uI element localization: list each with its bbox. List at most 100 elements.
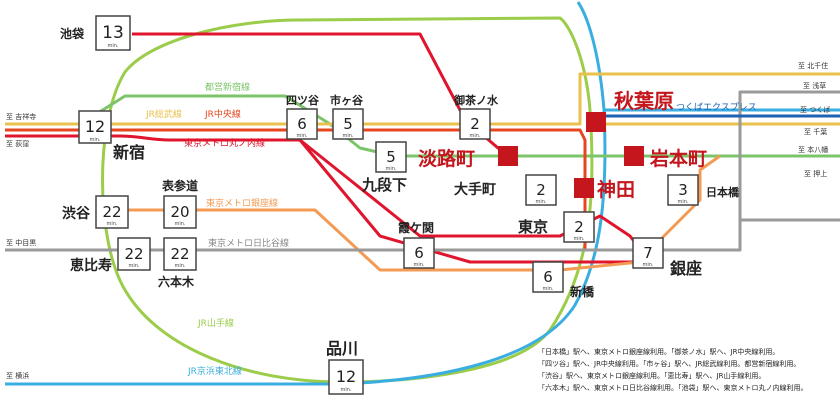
time-unit: min.	[413, 262, 424, 268]
time-unit: min.	[677, 199, 688, 205]
notes: 「日本橋」駅へ、東京メトロ銀座線利用。「御茶ノ水」駅へ、JR中央線利用。 「四ツ…	[538, 347, 808, 392]
label-yamanote: JR山手線	[197, 317, 234, 329]
station-shinjuku: 新宿	[113, 143, 145, 162]
direction-chiba: 至 千葉	[804, 127, 827, 136]
label-ginza: 東京メトロ銀座線	[206, 197, 278, 209]
time-kudanshita: 5	[386, 148, 396, 166]
station-nihonbashi: 日本橋	[706, 185, 740, 199]
station-ebisu: 恵比寿	[70, 257, 112, 274]
station-omotesando: 表参道	[161, 178, 198, 193]
note-line-4: 「六本木」駅へ、東京メトロ日比谷線利用。「池袋」駅へ、東京メトロ丸ノ内線利用。	[538, 383, 808, 392]
direction-oshiage: 至 押上	[804, 169, 827, 178]
note-line-2: 「四ツ谷」駅へ、JR中央線利用。「市ヶ谷」駅へ、JR総武線利用。都営新宿線利用。	[538, 359, 800, 368]
time-unit: min.	[642, 262, 653, 268]
station-shibuya: 渋谷	[62, 205, 91, 222]
time-box-kasumigaseki: 6 min.	[403, 237, 435, 269]
label-chuo-sobu: JR総武線	[145, 108, 182, 120]
label-hibiya: 東京メトロ日比谷線	[208, 237, 289, 249]
station-awajicho: 淡路町	[418, 147, 475, 170]
time-box-ikebukuro: 13 min.	[95, 15, 131, 51]
time-unit: min.	[340, 387, 351, 393]
station-ichigaya: 市ヶ谷	[330, 93, 364, 107]
time-box-shinjuku: 12 min.	[78, 110, 112, 144]
time-shibuya: 22	[102, 203, 121, 221]
station-ochanomizu: 御茶ノ水	[453, 93, 499, 107]
time-shinagawa: 12	[336, 367, 356, 386]
time-ikebukuro: 13	[102, 23, 124, 43]
time-unit: min.	[296, 133, 307, 139]
station-kudanshita: 九段下	[361, 176, 407, 194]
station-akihabara: 秋葉原	[614, 89, 674, 113]
time-box-shinagawa: 12 min.	[328, 359, 364, 395]
time-unit: min.	[89, 137, 100, 143]
note-line-1: 「日本橋」駅へ、東京メトロ銀座線利用。「御茶ノ水」駅へ、JR中央線利用。	[538, 347, 779, 356]
time-unit: min.	[469, 133, 480, 139]
time-unit: min.	[128, 263, 139, 269]
station-kanda: 神田	[597, 178, 635, 201]
iwamotocho-marker	[624, 146, 644, 166]
time-unit: min.	[106, 221, 117, 227]
time-box-omotesando: 20 min.	[163, 195, 197, 229]
time-roppongi: 22	[170, 245, 189, 263]
time-box-shimbashi: 6 min.	[532, 261, 564, 293]
time-box-yotsuya: 6 min.	[286, 108, 318, 140]
direction-yokohama: 至 横浜	[6, 371, 29, 380]
station-yotsuya: 四ツ谷	[286, 93, 320, 107]
time-box-nihonbashi: 3 min.	[667, 174, 699, 206]
station-shinagawa: 品川	[326, 339, 358, 358]
direction-tsukuba: 至 つくば	[800, 105, 830, 114]
time-box-ochanomizu: 2 min.	[459, 108, 491, 140]
time-unit: min.	[174, 221, 185, 227]
direction-asakusa: 至 浅草	[803, 81, 826, 90]
note-line-3: 「渋谷」駅へ、東京メトロ銀座線利用。「恵比寿」駅へ、JR山手線利用。	[538, 371, 765, 380]
awajicho-marker	[498, 146, 518, 166]
time-box-tokyo: 2 min.	[563, 211, 595, 243]
station-roppongi: 六本木	[158, 274, 195, 289]
time-unit: min.	[107, 43, 118, 49]
time-box-otemachi: 2 min.	[525, 174, 557, 206]
label-marunouchi: 東京メトロ丸ノ内線	[184, 137, 265, 149]
station-kasumigaseki: 霞ケ関	[398, 221, 434, 235]
time-box-ichigaya: 5 min.	[332, 108, 364, 140]
label-toei-shinjuku: 都営新宿線	[205, 81, 250, 93]
time-ginza: 7	[643, 244, 653, 262]
label-jr-chuo: JR中央線	[204, 108, 241, 120]
time-box-shibuya: 22 min.	[95, 195, 129, 229]
direction-motoyawata: 至 本八幡	[798, 145, 828, 154]
time-box-ginza: 7 min.	[632, 237, 664, 269]
time-box-roppongi: 22 min.	[163, 237, 197, 271]
time-shimbashi: 6	[543, 268, 553, 286]
time-unit: min.	[573, 236, 584, 242]
direction-nakameguro: 至 中目黒	[6, 238, 36, 247]
time-ebisu: 22	[124, 245, 143, 263]
direction-kitasenju: 至 北千住	[798, 61, 828, 70]
time-unit: min.	[542, 286, 553, 292]
kanda-marker	[574, 178, 594, 198]
station-ikebukuro: 池袋	[60, 26, 85, 41]
time-box-ebisu: 22 min.	[117, 237, 151, 271]
station-iwamotocho: 岩本町	[649, 147, 707, 170]
akihabara-marker	[586, 112, 606, 132]
station-otemachi: 大手町	[454, 181, 496, 198]
label-tsukuba: つくばエクスプレス	[676, 102, 757, 113]
time-otemachi: 2	[536, 181, 546, 199]
time-omotesando: 20	[170, 203, 189, 221]
time-unit: min.	[385, 166, 396, 172]
time-tokyo: 2	[574, 218, 584, 236]
time-ichigaya: 5	[343, 115, 353, 133]
time-kasumigaseki: 6	[414, 244, 424, 262]
direction-ogikubo: 至 荻窪	[6, 139, 29, 148]
time-unit: min.	[174, 263, 185, 269]
time-unit: min.	[342, 133, 353, 139]
time-nihonbashi: 3	[678, 181, 688, 199]
station-ginza: 銀座	[670, 259, 702, 278]
label-keihin-tohoku: JR京浜東北線	[187, 365, 242, 377]
time-shinjuku: 12	[85, 117, 105, 136]
yamanote-line	[101, 16, 594, 384]
time-box-kudanshita: 5 min.	[375, 141, 407, 173]
time-unit: min.	[535, 199, 546, 205]
station-tokyo: 東京	[518, 218, 548, 236]
time-yotsuya: 6	[297, 115, 307, 133]
